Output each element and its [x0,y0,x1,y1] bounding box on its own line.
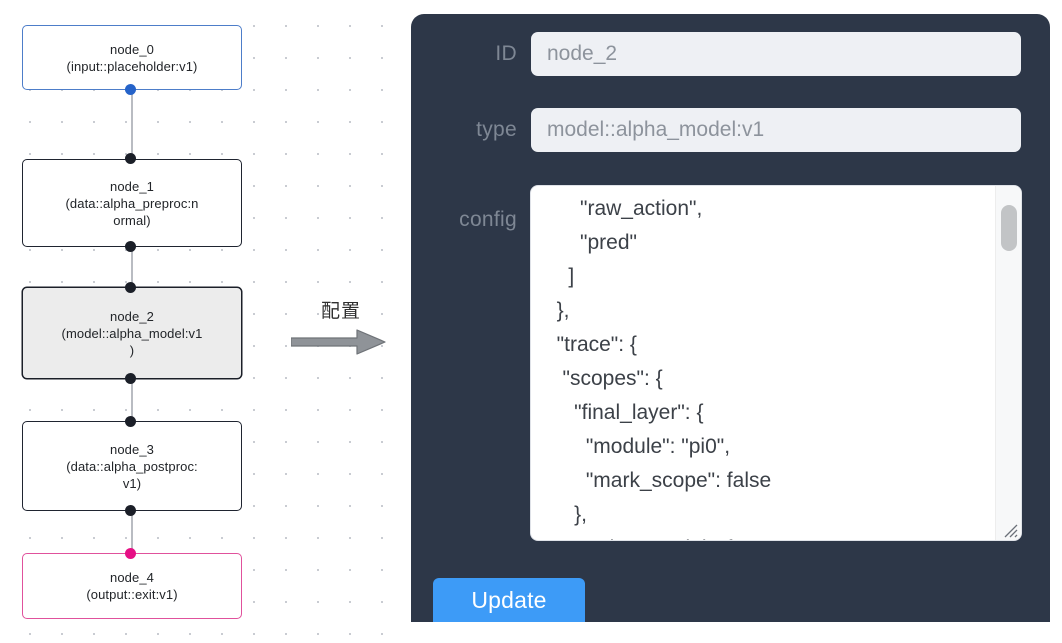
edge-node2-node3 [131,377,133,424]
right-arrow-icon [291,329,386,355]
type-input[interactable] [531,108,1021,152]
graph-node-node_0[interactable]: node_0 (input::placeholder:v1) [22,25,242,90]
node-config-panel: ID type config "raw_action", "pred" ] },… [411,14,1050,622]
annotation-label: 配置 [320,301,361,322]
field-row-type: type [411,108,1021,152]
node-handle-node_2-source[interactable] [125,373,136,384]
field-row-config: config "raw_action", "pred" ] }, "trace"… [411,186,1021,540]
config-textarea[interactable]: "raw_action", "pred" ] }, "trace": { "sc… [531,186,986,540]
graph-node-label: node_2 (model::alpha_model:v1 ) [61,308,203,358]
graph-node-node_2[interactable]: node_2 (model::alpha_model:v1 ) [22,287,242,379]
graph-node-label: node_0 (input::placeholder:v1) [66,41,198,74]
annotation-group: 配置 [291,301,391,357]
graph-node-label: node_1 (data::alpha_preproc:n ormal) [65,178,199,228]
graph-node-node_3[interactable]: node_3 (data::alpha_postproc: v1) [22,421,242,511]
node-handle-node_4-target[interactable] [125,548,136,559]
node-handle-node_3-target[interactable] [125,416,136,427]
field-label-config: config [459,208,517,231]
field-label-id: ID [495,42,517,65]
node-handle-node_2-target[interactable] [125,282,136,293]
edge-node1-node2 [131,245,133,290]
config-scrollbar[interactable] [995,186,1021,540]
graph-node-label: node_3 (data::alpha_postproc: v1) [66,441,198,491]
id-input[interactable] [531,32,1021,76]
graph-node-node_4[interactable]: node_4 (output::exit:v1) [22,553,242,619]
edge-node3-node4 [131,509,133,556]
node-handle-node_1-source[interactable] [125,241,136,252]
node-handle-node_3-source[interactable] [125,505,136,516]
edge-node0-node1 [131,88,133,162]
field-label-type: type [476,118,517,141]
field-row-id: ID [411,32,1021,76]
node-handle-node_1-target[interactable] [125,153,136,164]
graph-canvas[interactable]: node_0 (input::placeholder:v1) node_1 (d… [0,0,400,643]
resize-grip-icon[interactable] [1001,521,1019,539]
update-button[interactable]: Update [433,578,585,622]
config-textarea-wrapper: "raw_action", "pred" ] }, "trace": { "sc… [531,186,1021,540]
graph-node-node_1[interactable]: node_1 (data::alpha_preproc:n ormal) [22,159,242,247]
graph-node-label: node_4 (output::exit:v1) [86,570,178,602]
node-handle-node_0-source[interactable] [125,84,136,95]
config-scrollbar-thumb[interactable] [1001,205,1017,251]
